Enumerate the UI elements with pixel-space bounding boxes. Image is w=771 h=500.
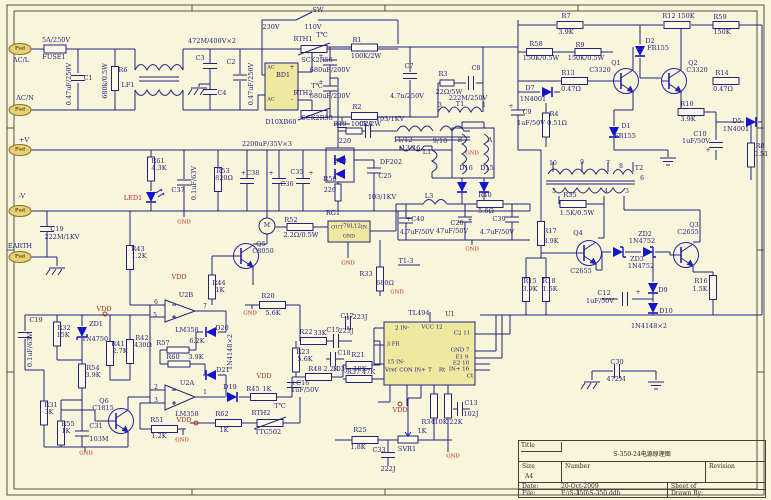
revision-label: Revision xyxy=(709,463,735,470)
pad-earth xyxy=(8,251,32,263)
pad-plus-v xyxy=(8,144,32,156)
transistor-q3 xyxy=(672,241,700,269)
transistor-q6 xyxy=(107,407,135,435)
schematic-title: S-350-24电源原理图 xyxy=(613,451,671,458)
transistor-q1 xyxy=(612,67,640,95)
date-value: 20-Oct-2009 xyxy=(561,483,599,490)
output-transformer-box xyxy=(451,127,495,179)
pad-ac-l xyxy=(8,43,32,55)
transistor-q5 xyxy=(232,242,260,270)
tl494-ic xyxy=(383,321,476,386)
size-value: A4 xyxy=(525,473,534,480)
title-block: Title S-350-24电源原理图 Size A4 Number Revis… xyxy=(518,440,766,498)
bridge-rectifier xyxy=(264,62,299,111)
file-value: E:\S-350\S-350.ddb xyxy=(561,490,621,497)
dual-diode-df202 xyxy=(325,147,355,183)
pad-ac-n xyxy=(8,104,32,116)
file-label: File: xyxy=(522,490,536,497)
fuse-symbol xyxy=(43,44,67,54)
potentiometer-svr1 xyxy=(397,428,419,444)
ic-boxes xyxy=(43,44,495,411)
sheet-border xyxy=(6,4,765,496)
transistor-q4 xyxy=(575,239,603,267)
size-label: Size xyxy=(522,463,535,470)
opamp-u2b xyxy=(164,299,197,323)
diodes xyxy=(76,45,757,403)
pads xyxy=(8,43,403,426)
transistor-q2 xyxy=(660,67,688,95)
date-label: Date: xyxy=(522,483,539,490)
title-label: Title xyxy=(521,442,562,452)
led1 xyxy=(145,188,165,203)
wires xyxy=(24,11,763,466)
resistors xyxy=(40,21,755,446)
opamp-u2a xyxy=(164,384,197,411)
pad-minus-v xyxy=(8,205,32,217)
drawn-by-label: Drawn By: xyxy=(671,490,703,497)
fan-motor xyxy=(258,217,276,235)
regulator-78l12 xyxy=(327,220,371,243)
sheet-label: Sheet of xyxy=(671,483,697,490)
number-label: Number xyxy=(565,463,591,470)
